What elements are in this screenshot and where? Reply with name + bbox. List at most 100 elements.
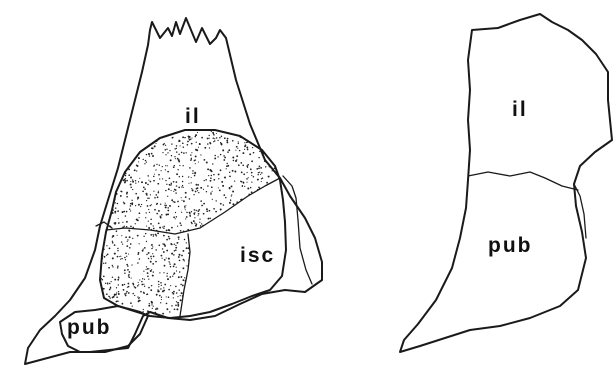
stipple-dot: [217, 140, 218, 141]
stipple-dot: [147, 268, 149, 270]
stipple-dot: [259, 172, 260, 173]
stipple-dot: [178, 206, 179, 207]
stipple-dot: [143, 248, 144, 249]
stipple-dot: [146, 154, 147, 155]
stipple-dot: [177, 201, 179, 203]
stipple-dot: [127, 287, 128, 288]
stipple-dot: [166, 149, 167, 150]
stipple-dot: [116, 296, 118, 298]
label-ilium-right: il: [512, 98, 528, 121]
stipple-dot: [176, 173, 178, 175]
stipple-dot: [156, 164, 157, 165]
stipple-dot: [128, 174, 130, 176]
stipple-dot: [148, 221, 149, 222]
stipple-dot: [212, 191, 213, 192]
stipple-dot: [125, 259, 126, 260]
stipple-dot: [166, 308, 168, 310]
stipple-dot: [180, 295, 181, 296]
stipple-dot: [129, 271, 131, 273]
stipple-dot: [175, 218, 176, 219]
stipple-dot: [168, 261, 169, 262]
stipple-dot: [118, 284, 119, 285]
stipple-dot: [167, 210, 169, 212]
stipple-dot: [190, 159, 192, 161]
stipple-dot: [144, 188, 146, 190]
stipple-dot: [250, 168, 252, 170]
stipple-dot: [145, 182, 147, 184]
stipple-dot: [115, 202, 116, 203]
stipple-dot: [206, 191, 207, 192]
pubis-ischium-suture: [180, 234, 190, 316]
stipple-dot: [165, 165, 166, 166]
stipple-dot: [220, 169, 222, 171]
stipple-dot: [258, 157, 259, 158]
stipple-dot: [147, 175, 149, 177]
stipple-dot: [213, 179, 215, 181]
stipple-dot: [226, 168, 227, 169]
stipple-dot: [112, 266, 113, 267]
stipple-dot: [173, 266, 175, 268]
stipple-dot: [197, 184, 199, 186]
stipple-dot: [117, 250, 118, 251]
stipple-dot: [191, 138, 192, 139]
stipple-dot: [144, 163, 145, 164]
stipple-dot: [181, 255, 183, 257]
stipple-dot: [240, 162, 242, 164]
stipple-dot: [130, 184, 132, 186]
stipple-dot: [168, 236, 170, 238]
stipple-dot: [150, 256, 152, 258]
stipple-dot: [261, 172, 263, 174]
stipple-dot: [167, 278, 169, 280]
stipple-dot: [207, 143, 209, 145]
stipple-dot: [268, 176, 270, 178]
stipple-dot: [115, 207, 117, 209]
stipple-dot: [125, 236, 127, 238]
stipple-dot: [139, 279, 140, 280]
stipple-dot: [199, 143, 201, 145]
stipple-dot: [242, 152, 244, 154]
stipple-dot: [121, 258, 122, 259]
stipple-dot: [122, 284, 124, 286]
stipple-dot: [143, 159, 144, 160]
stipple-dot: [147, 198, 148, 199]
stipple-dot: [171, 253, 173, 255]
stipple-dot: [147, 184, 149, 186]
stipple-dot: [130, 210, 131, 211]
stipple-dot: [247, 188, 249, 190]
stipple-dot: [251, 172, 253, 174]
stipple-dot: [162, 313, 164, 315]
stipple-dot: [191, 177, 192, 178]
stipple-dot: [249, 153, 251, 155]
stipple-dot: [151, 285, 152, 286]
stipple-dot: [132, 181, 134, 183]
stipple-dot: [185, 192, 187, 194]
stipple-dot: [134, 295, 135, 296]
label-ischium-left: isc: [240, 244, 275, 267]
stipple-dot: [238, 141, 239, 142]
stipple-dot: [176, 181, 178, 183]
stipple-dot: [183, 165, 184, 166]
stipple-dot: [168, 296, 170, 298]
stipple-dot: [232, 170, 234, 172]
stipple-dot: [125, 252, 127, 254]
stipple-dot: [253, 176, 255, 178]
stipple-dot: [130, 181, 131, 182]
stipple-dot: [206, 208, 208, 210]
stipple-dot: [174, 263, 176, 265]
stipple-dot: [246, 182, 247, 183]
ilium-ischium-suture: [106, 178, 280, 234]
stipple-dot: [157, 196, 159, 198]
stipple-dot: [145, 160, 146, 161]
stipple-dot: [107, 253, 109, 255]
stipple-dot: [178, 289, 179, 290]
stipple-dot: [200, 154, 201, 155]
stipple-dot: [194, 175, 196, 177]
stipple-dot: [185, 137, 186, 138]
stipple-dot: [155, 169, 156, 170]
stipple-dot: [177, 169, 178, 170]
stipple-dot: [223, 159, 225, 161]
stipple-dot: [153, 228, 155, 230]
stipple-dot: [168, 258, 170, 260]
stipple-dot: [203, 189, 204, 190]
stipple-dot: [150, 194, 151, 195]
